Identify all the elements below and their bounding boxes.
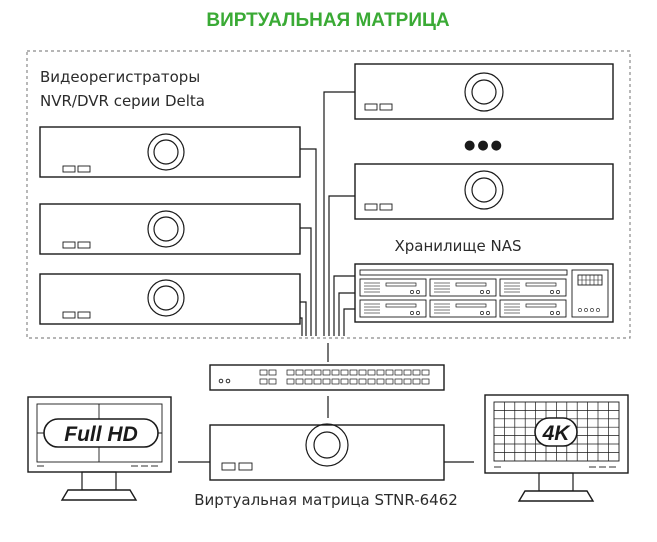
fullhd-badge: [43, 418, 159, 448]
diagram-title: ВИРТУАЛЬНАЯ МАТРИЦА: [206, 10, 450, 31]
cables-right: [323, 91, 355, 336]
4k-badge-text: 4K: [542, 422, 572, 445]
ellipsis-dots: ●●●: [464, 138, 504, 153]
4k-badge: [534, 417, 578, 447]
nas-label: Хранилище NAS: [394, 237, 521, 255]
dashed-frame: [26, 50, 631, 339]
monitor-right: [484, 394, 629, 502]
recorder-left-1: [39, 126, 301, 178]
cables-left: [300, 148, 317, 336]
recorders-label-line1: Видеорегистраторы: [40, 68, 200, 86]
recorder-left-3: [39, 273, 301, 325]
virtual-matrix-device: [209, 423, 445, 481]
fullhd-badge-text: Full HD: [64, 423, 138, 446]
recorder-right-2: [354, 163, 614, 220]
recorder-right-1: [354, 63, 614, 120]
recorder-left-2: [39, 203, 301, 255]
monitor-left: [27, 396, 172, 501]
network-switch: [209, 364, 445, 391]
nas-storage: [354, 263, 614, 323]
matrix-label: Виртуальная матрица STNR-6462: [194, 491, 458, 509]
recorders-label-line2: NVR/DVR серии Delta: [40, 92, 205, 110]
